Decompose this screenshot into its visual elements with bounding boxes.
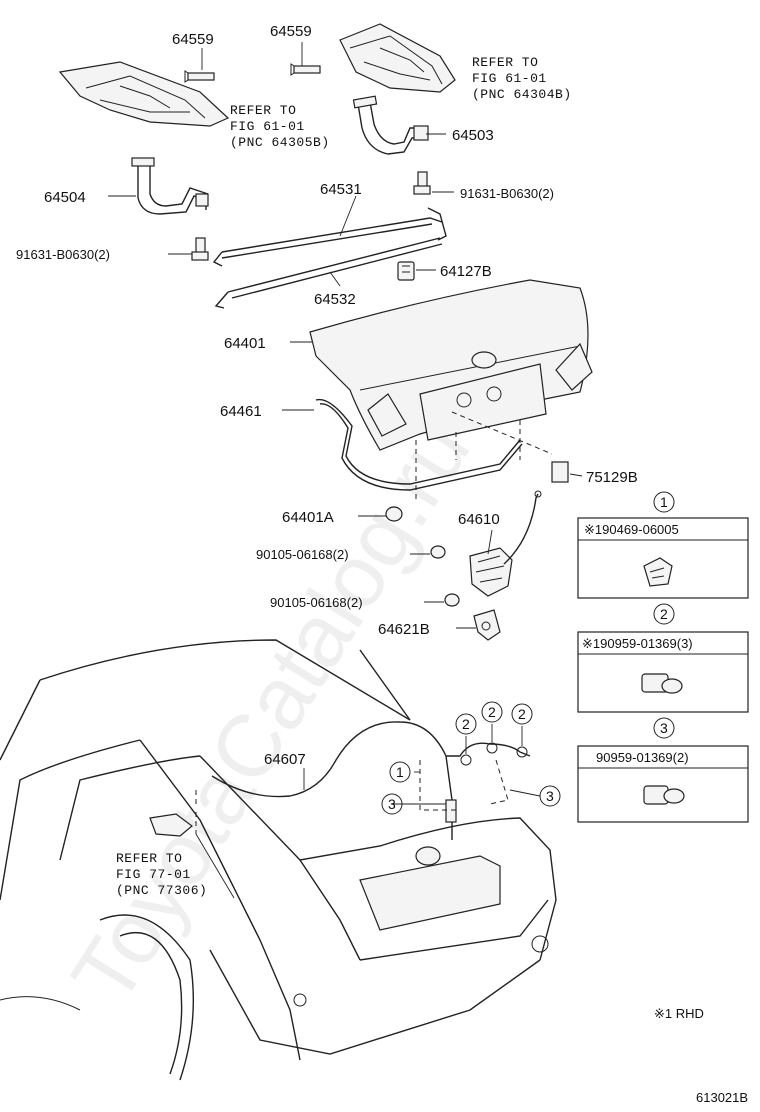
label-64607: 64607	[264, 751, 306, 768]
svg-text:1: 1	[396, 764, 404, 780]
bolt-64559-left	[184, 70, 215, 83]
label-64559-left: 64559	[172, 31, 214, 48]
lock-64610	[469, 490, 542, 597]
car-body-rear	[0, 639, 557, 1081]
svg-text:2: 2	[462, 716, 470, 732]
svg-text:2: 2	[488, 704, 496, 720]
striker-64621b	[473, 609, 501, 641]
hinge-left-assembly	[58, 61, 230, 127]
label-64127b: 64127B	[440, 263, 492, 280]
emblem-75129b	[551, 461, 569, 483]
svg-text:REFER TO: REFER TO	[116, 851, 182, 866]
leader-lines	[108, 42, 583, 899]
label-75129b: 75129B	[586, 469, 638, 486]
callout-2: 2 ※190959-01369(3)	[577, 603, 749, 713]
callout-1-number: 1	[660, 494, 668, 510]
svg-text:REFER TO: REFER TO	[230, 103, 296, 118]
label-64504: 64504	[44, 189, 86, 206]
callout-3-label: 90959-01369(2)	[596, 750, 689, 765]
torsion-bar-64532	[214, 237, 443, 309]
hinge-right-assembly	[339, 23, 456, 93]
ref-bottom: REFER TO FIG 77-01 (PNC 77306)	[116, 851, 207, 898]
bolt-91631-right	[413, 171, 431, 195]
label-64461: 64461	[220, 403, 262, 420]
nut-90105-upper	[430, 545, 446, 559]
label-64401a: 64401A	[282, 509, 334, 526]
callout-1: 1 ※190469-06005	[577, 491, 749, 599]
svg-text:3: 3	[388, 796, 396, 812]
trunk-lid-64401	[309, 279, 593, 451]
svg-text:(PNC 64304B): (PNC 64304B)	[472, 87, 572, 102]
svg-text:2: 2	[518, 706, 526, 722]
hinge-arm-64503	[352, 95, 429, 155]
svg-text:REFER TO: REFER TO	[472, 55, 538, 70]
rhd-note: ※1 RHD	[654, 1006, 704, 1021]
callout-2-number: 2	[660, 606, 668, 622]
cable-callouts: 1 2 2 2 3 3	[381, 701, 561, 815]
label-64503: 64503	[452, 127, 494, 144]
nut-90105-lower	[444, 593, 460, 607]
svg-text:FIG 77-01: FIG 77-01	[116, 867, 191, 882]
label-bolt-right: 91631-B0630(2)	[460, 186, 554, 201]
hinge-arm-64504	[131, 157, 209, 215]
callout-3-number: 3	[660, 720, 668, 736]
label-nut-upper: 90105-06168(2)	[256, 547, 349, 562]
callout-2-label: ※190959-01369(3)	[582, 636, 693, 651]
ref-left: REFER TO FIG 61-01 (PNC 64305B)	[230, 103, 330, 150]
ref-right: REFER TO FIG 61-01 (PNC 64304B)	[472, 55, 572, 102]
clip-64127b	[397, 261, 415, 281]
svg-text:FIG 61-01: FIG 61-01	[230, 119, 305, 134]
plug-64401a	[385, 506, 403, 522]
figure-code: 613021B	[696, 1090, 748, 1105]
label-64531: 64531	[320, 181, 362, 198]
svg-text:FIG 61-01: FIG 61-01	[472, 71, 547, 86]
release-cable-64607	[211, 721, 531, 798]
label-nut-lower: 90105-06168(2)	[270, 595, 363, 610]
label-64401: 64401	[224, 335, 266, 352]
svg-text:(PNC 64305B): (PNC 64305B)	[230, 135, 330, 150]
label-64559-right: 64559	[270, 23, 312, 40]
weatherstrip-64461	[315, 398, 521, 485]
torsion-bar-64531	[212, 207, 447, 267]
callout-1-label: ※190469-06005	[584, 522, 679, 537]
label-64621b: 64621B	[378, 621, 430, 638]
label-64532: 64532	[314, 291, 356, 308]
svg-text:3: 3	[546, 788, 554, 804]
watermark: ToyotaCatalog.ru	[52, 403, 489, 1020]
svg-text:(PNC 77306): (PNC 77306)	[116, 883, 207, 898]
label-64610: 64610	[458, 511, 500, 528]
bolt-91631-left	[191, 237, 209, 261]
bolt-64559-right	[290, 63, 321, 76]
callout-3: 3 90959-01369(2)	[577, 717, 749, 823]
label-bolt-left: 91631-B0630(2)	[16, 247, 110, 262]
